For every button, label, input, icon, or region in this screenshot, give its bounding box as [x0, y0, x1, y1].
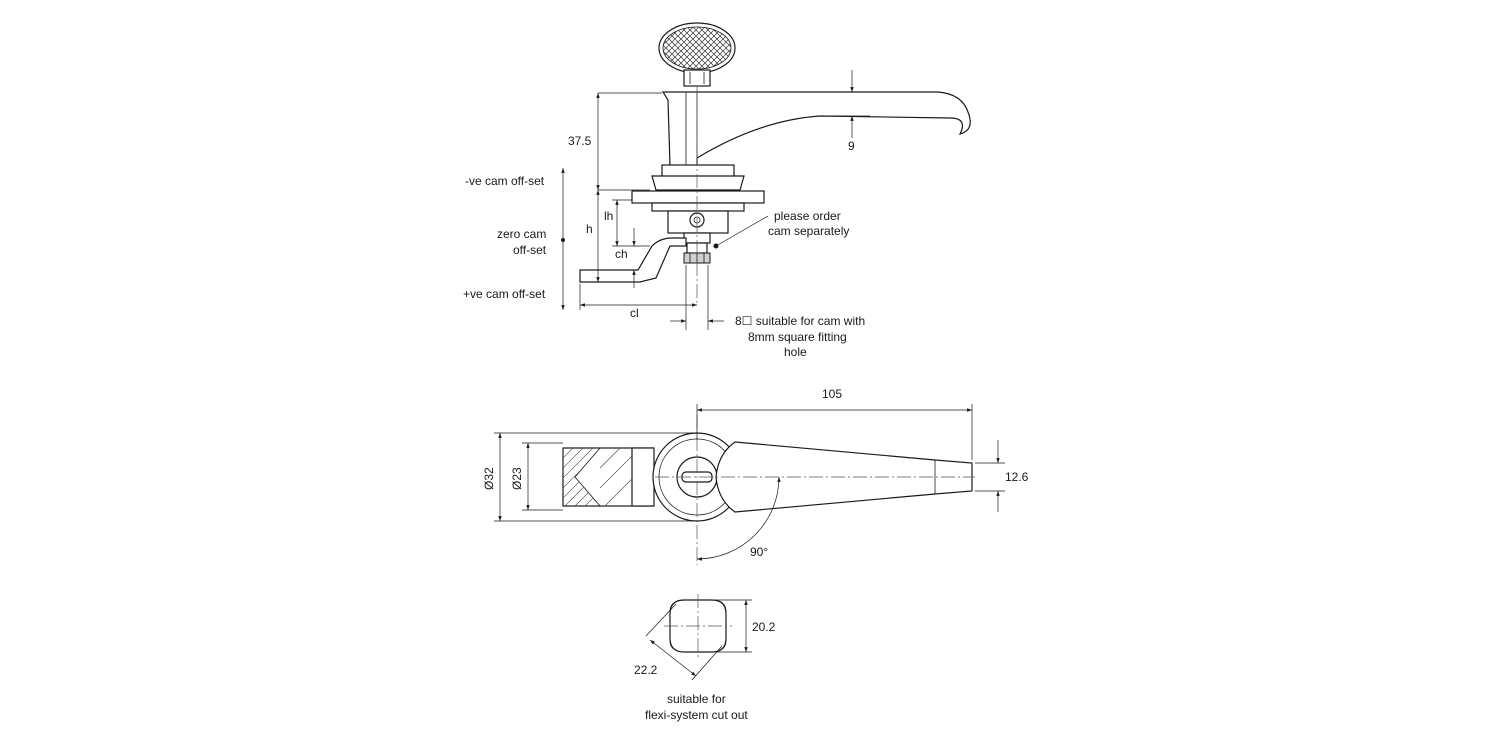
dim-dia-23: Ø23: [510, 467, 524, 490]
cutout-caption-1: suitable for: [667, 692, 726, 706]
angle-90: 90°: [750, 545, 768, 559]
dim-105: 105: [822, 387, 842, 401]
dim-37-5: 37.5: [568, 134, 592, 148]
label-zero-offset-2: off-set: [513, 243, 547, 257]
note-square-3: hole: [784, 345, 807, 359]
label-zero-offset-1: zero cam: [497, 227, 546, 241]
note-square-2: 8mm square fitting: [748, 330, 847, 344]
top-view: 105 Ø32 Ø23 12.6 90°: [482, 387, 1029, 565]
side-view: 37.5 9 -ve cam off-set zero cam off-set …: [463, 22, 971, 359]
cam: [579, 237, 687, 283]
dim-ch: ch: [615, 247, 628, 261]
key-icon: [658, 22, 736, 87]
note-cam-1: please order: [774, 209, 841, 223]
dim-22-2: 22.2: [634, 663, 658, 677]
dim-dia-32: Ø32: [482, 467, 496, 490]
label-neg-offset: -ve cam off-set: [465, 174, 545, 188]
dim-9: 9: [848, 139, 855, 153]
dim-cl: cl: [630, 306, 639, 320]
label-pos-offset: +ve cam off-set: [463, 287, 546, 301]
cutout-view: 20.2 22.2 suitable for flexi-system cut …: [634, 594, 776, 722]
note-square-1: 8☐ suitable for cam with: [735, 314, 865, 328]
dim-h: h: [586, 222, 593, 236]
lever-handle: [661, 91, 971, 169]
dim-lh: lh: [604, 209, 613, 223]
dim-12-6: 12.6: [1005, 470, 1029, 484]
note-cam-2: cam separately: [768, 224, 849, 238]
key-block: [562, 447, 655, 507]
dim-20-2: 20.2: [752, 620, 776, 634]
cutout-caption-2: flexi-system cut out: [645, 708, 748, 722]
